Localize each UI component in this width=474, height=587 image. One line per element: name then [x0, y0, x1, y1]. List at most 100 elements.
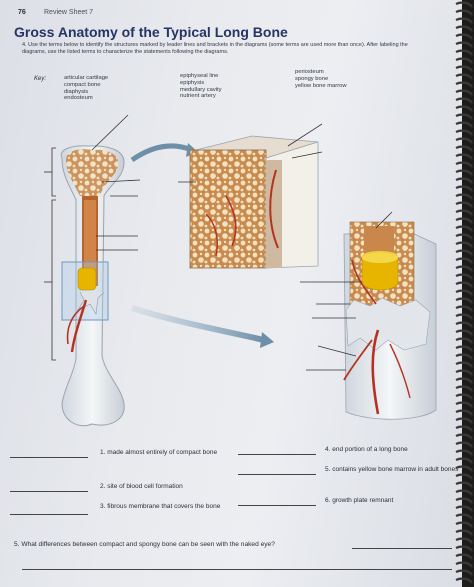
answer-line-q5-inline[interactable]	[352, 548, 452, 549]
spiral-loop	[455, 161, 473, 168]
arrow-to-epiphysis	[131, 305, 265, 343]
spiral-loop	[455, 121, 473, 128]
spiral-loop	[455, 185, 473, 192]
spiral-loop	[455, 569, 473, 576]
spiral-loop	[455, 433, 473, 440]
spiral-loop	[455, 441, 473, 448]
key-term: spongy bone	[295, 75, 329, 82]
question-5: 5. What differences between compact and …	[14, 541, 275, 548]
spiral-loop	[455, 409, 473, 416]
answer-line-q5[interactable]	[22, 569, 452, 570]
spiral-loop	[455, 529, 473, 536]
spiral-loop	[455, 393, 473, 400]
spiral-loop	[455, 169, 473, 176]
whole-bone	[60, 145, 125, 427]
spiral-loop	[455, 1, 473, 8]
spiral-loop	[455, 217, 473, 224]
spiral-loop	[455, 353, 473, 360]
spiral-loop	[455, 89, 473, 96]
spiral-loop	[455, 505, 473, 512]
answer-blank-6[interactable]	[238, 505, 316, 506]
instructions: 4. Use the terms below to identify the s…	[22, 42, 408, 55]
spiral-loop	[455, 385, 473, 392]
spiral-loop	[455, 521, 473, 528]
spiral-loop	[455, 73, 473, 80]
answer-blank-4[interactable]	[238, 454, 316, 455]
spiral-loop	[455, 337, 473, 344]
spiral-loop	[455, 249, 473, 256]
spiral-loop	[455, 465, 473, 472]
sheet-title: Review Sheet 7	[44, 9, 94, 16]
spiral-loop	[455, 561, 473, 568]
answer-blank-1[interactable]	[10, 457, 88, 458]
spongy-bone-section	[189, 135, 319, 269]
spiral-loop	[455, 297, 473, 304]
spiral-loop	[455, 377, 473, 384]
spiral-binding	[455, 0, 474, 587]
statement-1: 1. made almost entirely of compact bone	[100, 449, 218, 456]
key-term: yellow bone marrow	[295, 82, 347, 89]
arrow-to-cross-section	[130, 143, 193, 163]
spiral-loop	[455, 105, 473, 112]
spiral-loop	[455, 65, 473, 72]
spiral-loop	[455, 241, 473, 248]
spiral-loop	[455, 321, 473, 328]
key-term: periosteum	[295, 69, 324, 75]
key-term: compact bone	[64, 81, 101, 88]
spiral-loop	[455, 9, 473, 16]
spiral-loop	[455, 209, 473, 216]
spiral-loop	[455, 25, 473, 32]
spiral-loop	[455, 345, 473, 352]
spiral-loop	[455, 369, 473, 376]
spiral-loop	[455, 281, 473, 288]
answer-blank-2[interactable]	[10, 491, 88, 492]
brackets	[44, 147, 56, 361]
spiral-loop	[455, 553, 473, 560]
key-column-1: articular cartilage compact bone diaphys…	[64, 75, 108, 102]
spiral-loop	[455, 153, 473, 160]
statement-2: 2. site of blood cell formation	[100, 483, 183, 490]
leader-lines-section	[178, 123, 323, 183]
page-number: 76	[18, 9, 26, 16]
spiral-loop	[455, 497, 473, 504]
leader-lines-bone	[91, 114, 141, 251]
spiral-loop	[455, 49, 473, 56]
spiral-loop	[455, 257, 473, 264]
spiral-loop	[455, 17, 473, 24]
spiral-loop	[455, 57, 473, 64]
answer-blank-3[interactable]	[10, 514, 88, 515]
spiral-loop	[455, 201, 473, 208]
spiral-loop	[455, 329, 473, 336]
statement-4: 4. end portion of a long bone	[325, 446, 408, 453]
spiral-loop	[455, 225, 473, 232]
spiral-loop	[455, 449, 473, 456]
key-term: endosteum	[64, 95, 93, 102]
spiral-loop	[455, 289, 473, 296]
key-label: Key:	[34, 76, 47, 82]
key-term: articular cartilage	[64, 75, 109, 81]
spiral-loop	[455, 81, 473, 88]
answer-blank-5[interactable]	[238, 474, 316, 475]
statement-3: 3. fibrous membrane that covers the bone	[100, 503, 221, 510]
spiral-loop	[455, 481, 473, 488]
spiral-loop	[455, 577, 473, 584]
spiral-loop	[455, 305, 473, 312]
spiral-loop	[455, 417, 473, 424]
spiral-loop	[455, 313, 473, 320]
epiphysis-enlargement	[343, 221, 437, 420]
spiral-loop	[455, 33, 473, 40]
spiral-loop	[455, 273, 473, 280]
key-term: medullary cavity	[180, 86, 222, 93]
spiral-loop	[455, 233, 473, 240]
spiral-loop	[455, 145, 473, 152]
spiral-loop	[455, 545, 473, 552]
key-term: nutrient artery	[180, 93, 216, 100]
key-term: diaphysis	[64, 88, 89, 95]
spiral-loop	[455, 41, 473, 48]
spiral-loop	[455, 537, 473, 544]
arrow-head-2	[260, 332, 274, 348]
key-term: epiphysis	[180, 79, 205, 86]
key-column-2: epiphyseal line epiphysis medullary cavi…	[180, 73, 222, 100]
